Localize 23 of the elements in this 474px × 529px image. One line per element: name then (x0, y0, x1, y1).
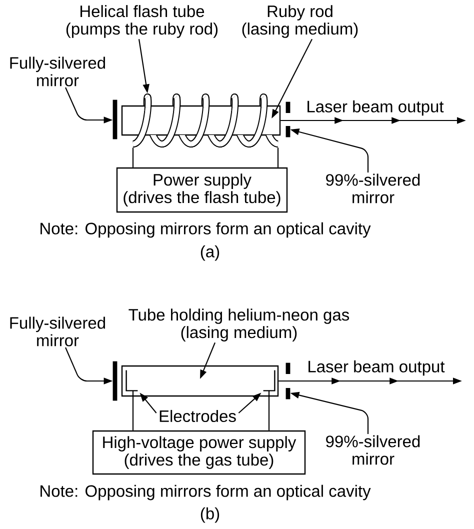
wire (277, 148, 279, 168)
part-label: 99%-silvered mirror (326, 174, 420, 204)
part-label: Fully-silvered mirror (10, 56, 105, 86)
wire (132, 148, 134, 168)
wire (268, 390, 270, 430)
edge-label: Laser beam output (308, 100, 444, 116)
mirror (286, 362, 290, 400)
part-label: Ruby rod (lasing medium) (242, 5, 358, 38)
panel-label: (a) (200, 245, 220, 261)
panel-label: (b) (200, 507, 220, 523)
part-label: Helical flash tube (pumps the ruby rod) (66, 5, 218, 38)
mirror (286, 102, 290, 138)
power-supply-box: Power supply (drives the flash tube) (116, 167, 288, 213)
edge-label: Laser beam output (308, 360, 445, 376)
electrode (126, 370, 138, 392)
part-label: Fully-silvered mirror (10, 316, 105, 346)
gas-tube (121, 365, 279, 397)
power-supply-box: High-voltage power supply (drives the gas tube) (92, 430, 306, 475)
wire (132, 390, 134, 430)
electrode (263, 370, 276, 392)
part-label: Electrodes (160, 410, 236, 422)
part-label: Tube holding helium-neon gas (lasing medium) (128, 308, 350, 342)
part-label: 99%-silvered mirror (326, 435, 420, 465)
